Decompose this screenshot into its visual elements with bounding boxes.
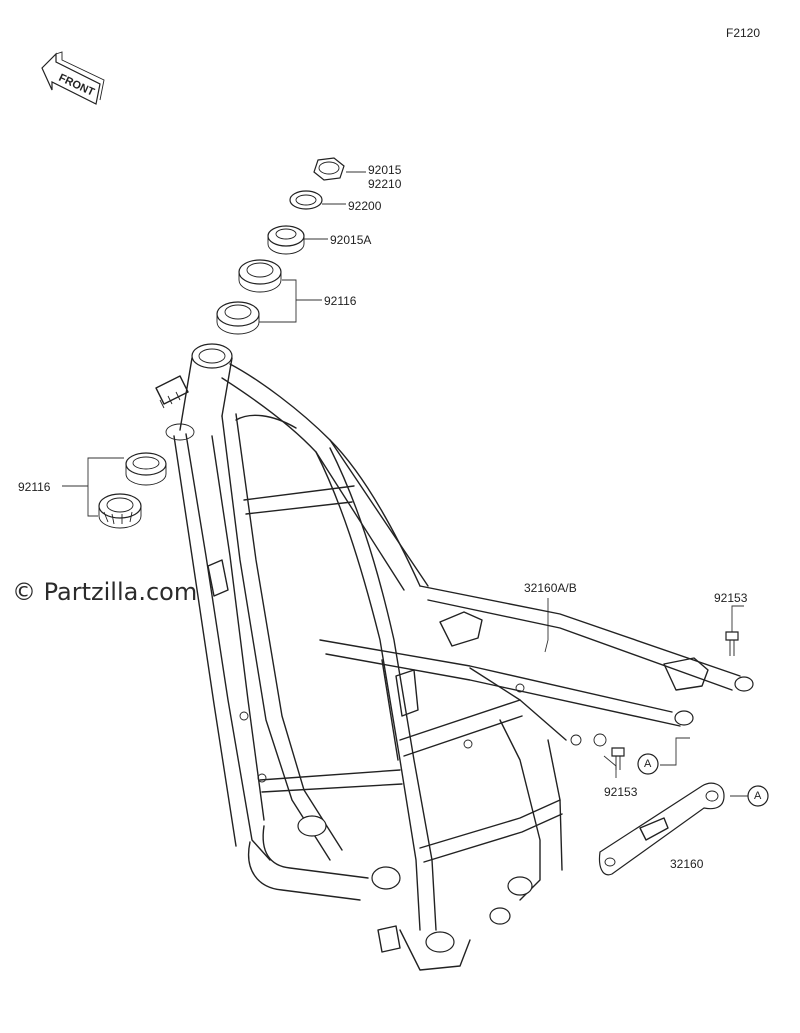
callout-locknut-code: 92015A [330,233,372,247]
callout-washer-code: 92200 [348,199,382,213]
locknut-part [267,225,305,255]
bolt-part-upper [725,631,739,656]
callout-frame-code: 32160A/B [524,581,577,595]
upper-bearing-part [216,259,282,335]
callout-nut-code-a: 92015 [368,163,402,177]
callout-lower-bearing-code: 92116 [18,480,51,494]
stem-nut-part [313,157,345,181]
reference-a-upper-label: A [644,758,652,770]
leader-lines [62,171,748,818]
reference-a-lower-label: A [754,790,762,802]
callout-bolt-code-lower: 92153 [604,785,638,799]
reference-a-circle-lower [747,785,769,807]
bracket-part [598,782,725,876]
main-frame-part [155,343,754,971]
callout-bracket-code: 32160 [670,857,704,871]
callout-bolt-code-upper: 92153 [714,591,748,605]
watermark: © Partzilla.com [12,578,198,606]
diagram-code: F2120 [726,26,761,40]
bolt-part-lower [611,747,625,770]
washer-part [289,190,323,210]
reference-a-circle-upper [637,753,659,775]
callout-nut-code-b: 92210 [368,177,402,191]
front-arrow-icon: FRONT [41,51,105,105]
callout-upper-bearing-code: 92116 [324,294,357,308]
lower-bearing-part [98,452,167,529]
